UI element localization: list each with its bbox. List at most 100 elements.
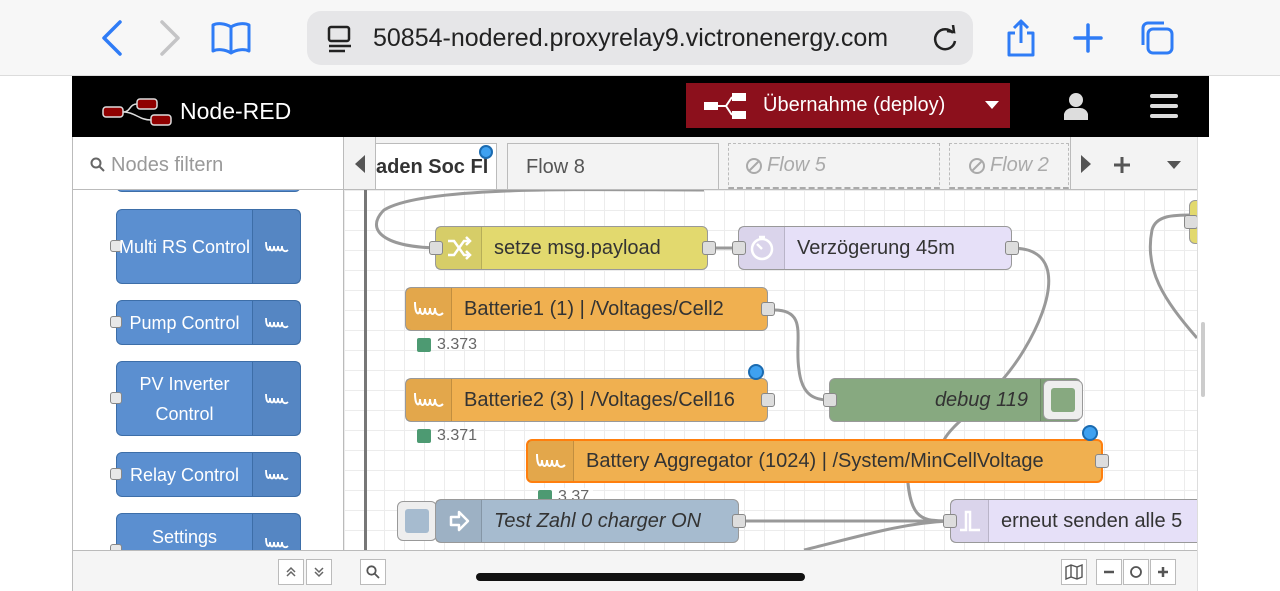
bookmarks-button[interactable] [211,18,251,58]
victron-icon [252,301,300,344]
user-icon[interactable] [1064,92,1088,120]
victron-icon [528,441,574,481]
chevron-right-icon [160,20,180,56]
flow-node-victron-battery2[interactable]: Batterie2 (3) | /Voltages/Cell16 [405,378,768,422]
palette-node-label: Relay Control [129,464,240,485]
nodered-logo-icon [102,98,172,126]
search-placeholder: Nodes filtern [111,154,224,176]
double-chevron-down-icon [314,567,324,578]
address-bar[interactable]: 50854-nodered.proxyrelay9.victronenergy.… [307,11,973,65]
node-label: debug 119 [934,388,1028,411]
palette-node-list: Multi RS Control Pump Control PV Inverte… [73,190,344,550]
forward-button[interactable] [150,18,190,58]
node-output-port[interactable] [1005,241,1019,255]
node-label: Battery Aggregator (1024) | /System/MinC… [586,449,1044,472]
flow-tabs: aden Soc Fl Flow 8 Flow 5 Flow 2 [344,137,1197,190]
node-input-port[interactable] [732,241,746,255]
plus-icon [1073,23,1103,53]
tab-flow-8[interactable]: Flow 8 [507,143,719,189]
zoom-in-button[interactable] [1150,559,1176,585]
zoom-reset-button[interactable] [1123,559,1149,585]
share-button[interactable] [1001,18,1041,58]
flow-node-change[interactable]: setze msg.payload [435,226,708,270]
tabs-overview-button[interactable] [1137,18,1177,58]
add-flow-button[interactable] [1108,151,1136,179]
tab-flow-5[interactable]: Flow 5 [728,143,940,189]
share-icon [1007,19,1035,57]
flow-node-delay[interactable]: Verzögerung 45m [738,226,1012,270]
inject-trigger-indicator [405,509,429,533]
expand-all-button[interactable] [306,559,332,585]
deploy-icon [704,93,746,119]
book-icon [211,22,251,55]
node-output-port[interactable] [1095,454,1109,468]
tab-flow-2[interactable]: Flow 2 [949,143,1069,189]
caret-down-icon[interactable] [985,101,999,109]
circle-icon [1130,566,1142,578]
palette-node-pv-inverter-control[interactable]: PV Inverter Control [110,361,301,436]
workspace-footer [344,550,1197,591]
node-output-port[interactable] [732,514,746,528]
workspace: aden Soc Fl Flow 8 Flow 5 Flow 2 [344,137,1197,591]
flow-node-victron-aggregator[interactable]: Battery Aggregator (1024) | /System/MinC… [526,439,1103,483]
collapse-all-button[interactable] [278,559,304,585]
search-flows-button[interactable] [360,559,386,585]
flow-canvas[interactable]: setze msg.payload Verzögerung 45m Batter… [344,190,1197,550]
sidebar-resize-handle[interactable] [1201,322,1205,397]
search-icon [366,565,380,579]
node-input-port[interactable] [1184,215,1197,229]
new-tab-button[interactable] [1068,18,1108,58]
tab-aden-soc[interactable]: aden Soc Fl [375,143,497,189]
node-input-port[interactable] [943,514,957,528]
palette-node-settings[interactable]: Settings [110,513,301,550]
navigator-button[interactable] [1061,559,1087,585]
palette-node-partial[interactable] [116,190,301,192]
tabs-icon [1141,21,1174,55]
deploy-button[interactable]: Übernahme (deploy) [686,83,1010,128]
flow-node-inject[interactable]: Test Zahl 0 charger ON [435,499,739,543]
hamburger-menu-icon[interactable] [1150,94,1178,118]
scroll-tabs-left-button[interactable] [344,137,376,189]
caret-left-icon [354,154,365,173]
node-output-port[interactable] [702,241,716,255]
pulse-icon [951,500,989,542]
node-port [110,392,122,404]
debug-toggle-button[interactable] [1043,380,1083,420]
node-status: 3.371 [417,427,477,445]
status-text: 3.371 [437,427,478,444]
palette-node-label: Pump Control [129,312,240,333]
scroll-tabs-right-button[interactable] [1070,137,1100,189]
search-icon [90,157,105,172]
reload-icon[interactable] [931,25,959,53]
plus-icon [1114,157,1130,173]
node-label: erneut senden alle 5 [1001,509,1183,532]
palette-node-pump-control[interactable]: Pump Control [110,300,301,345]
node-output-port[interactable] [761,393,775,407]
flow-list-button[interactable] [1160,151,1188,179]
victron-icon [252,210,300,283]
palette-node-relay-control[interactable]: Relay Control [110,452,301,497]
node-label: setze msg.payload [494,236,661,259]
victron-icon [252,362,300,435]
zoom-out-button[interactable] [1096,559,1122,585]
status-indicator [417,338,431,352]
inject-trigger-button[interactable] [397,501,437,541]
node-status: 3.373 [417,336,477,354]
deploy-label: Übernahme (deploy) [763,94,946,116]
node-input-port[interactable] [823,393,837,407]
nodered-header: Node-RED Übernahme (deploy) [72,76,1209,137]
timer-icon [739,227,785,269]
flow-node-trigger[interactable]: erneut senden alle 5 [950,499,1197,543]
palette-node-multi-rs-control[interactable]: Multi RS Control [110,209,301,284]
node-label: Test Zahl 0 charger ON [494,509,702,532]
node-input-port[interactable] [429,241,443,255]
victron-icon [406,288,452,330]
node-port [110,544,122,550]
flow-node-victron-battery1[interactable]: Batterie1 (1) | /Voltages/Cell2 [405,287,768,331]
back-button[interactable] [92,18,132,58]
palette-search[interactable]: Nodes filtern [73,137,344,190]
node-output-port[interactable] [761,302,775,316]
url-text: 50854-nodered.proxyrelay9.victronenergy.… [373,24,889,52]
node-label: Batterie1 (1) | /Voltages/Cell2 [464,297,724,320]
changed-indicator-dot [748,364,764,380]
